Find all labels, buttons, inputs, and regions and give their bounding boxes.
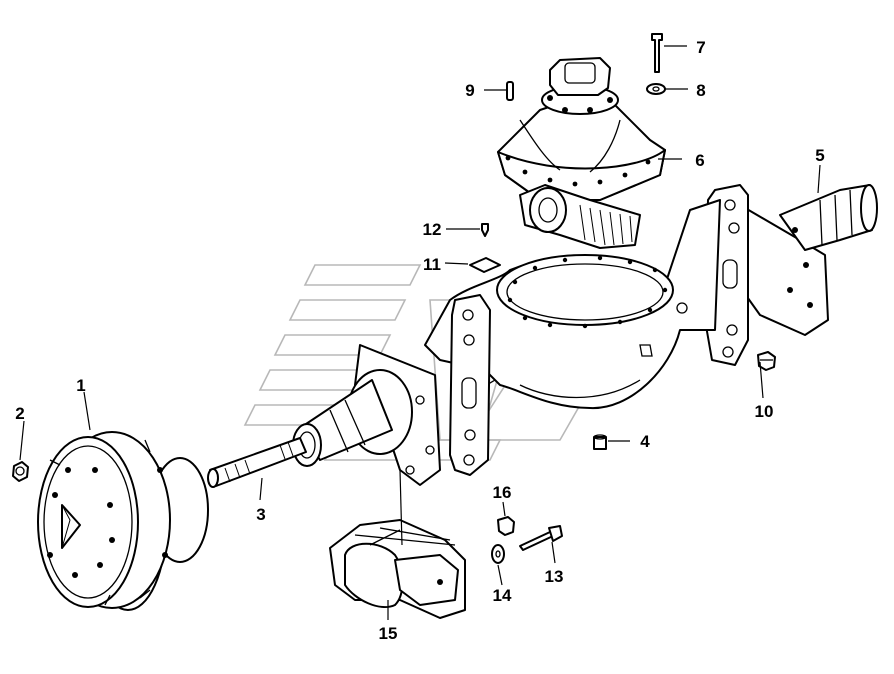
callout-7: 7 (696, 38, 705, 57)
part-10-plug (757, 351, 776, 371)
callout-9: 9 (465, 81, 474, 100)
callout-2: 2 (15, 404, 24, 423)
part-4-drain-plug (593, 434, 607, 450)
axle-housing (424, 199, 721, 476)
callout-5: 5 (815, 146, 824, 165)
part-5-right-spindle (704, 184, 878, 366)
part-2-nut (12, 461, 29, 482)
part-13-bolt (519, 525, 563, 551)
callout-13: 13 (545, 567, 564, 586)
callout-6: 6 (695, 151, 704, 170)
callout-labels: 1 2 3 4 5 6 7 8 9 10 11 12 13 14 15 16 (15, 38, 824, 643)
part-15-brake-caliper (329, 519, 466, 619)
part-11-gasket (469, 257, 501, 273)
part-7-bolt (651, 33, 663, 73)
part-14-washer (491, 544, 505, 564)
left-spindle (292, 344, 441, 486)
callout-10: 10 (755, 402, 774, 421)
part-8-washer (646, 83, 666, 95)
callout-16: 16 (493, 483, 512, 502)
leader-lines (19, 45, 821, 620)
part-6-differential-carrier (497, 57, 666, 249)
callout-4: 4 (640, 432, 650, 451)
callout-15: 15 (379, 624, 398, 643)
part-1-wheel-hub (37, 431, 209, 611)
callout-3: 3 (256, 505, 265, 524)
part-12-screw (481, 223, 489, 237)
callout-12: 12 (423, 220, 442, 239)
callout-14: 14 (493, 586, 512, 605)
callout-11: 11 (423, 255, 441, 274)
part-3-drive-shaft (207, 437, 307, 488)
part-16-bleed-screw (497, 516, 515, 536)
callout-8: 8 (696, 81, 705, 100)
callout-1: 1 (76, 376, 85, 395)
part-9-pin (506, 81, 514, 101)
